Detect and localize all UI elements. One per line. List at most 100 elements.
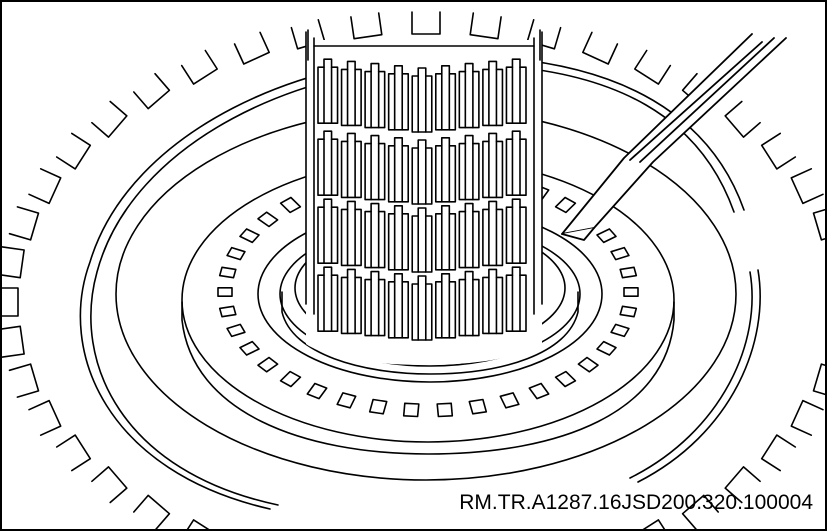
hub-tooth (596, 340, 617, 356)
hub-tooth (554, 370, 577, 388)
drum-tooth (760, 434, 797, 472)
spline-segment (387, 205, 410, 271)
drum-tooth (2, 246, 25, 279)
hub-tooth (402, 402, 420, 418)
drum-tooth (812, 208, 825, 241)
hub-tooth (217, 287, 233, 297)
spline-segment (340, 200, 362, 267)
spline-segment (434, 65, 457, 131)
spline-segment (364, 62, 386, 129)
hub-tooth (279, 196, 302, 214)
spline-segment (458, 134, 480, 201)
hub-tooth (577, 356, 599, 373)
spline-segment (364, 202, 386, 269)
spline-segment (387, 137, 410, 203)
spline-segment (434, 137, 457, 203)
drum-tooth (681, 494, 719, 529)
spline-segment (458, 62, 480, 129)
clutch-disc-stack (305, 29, 543, 365)
hub-tooth (257, 211, 279, 228)
hub-tooth (336, 392, 357, 409)
drum-tooth (91, 100, 128, 138)
spline-segment (411, 275, 433, 341)
hub-tooth (279, 370, 302, 388)
hub-tooth (619, 266, 638, 279)
drum-tooth (2, 287, 19, 317)
hub-tooth (468, 398, 488, 415)
hub-tooth (499, 392, 520, 409)
spline-segment (317, 198, 339, 264)
drum-tooth (91, 466, 128, 504)
spline-segment (340, 132, 362, 199)
drum-tooth (8, 206, 40, 241)
drum-tooth (812, 363, 825, 396)
hub-tooth (226, 246, 246, 261)
hub-tooth (596, 228, 617, 244)
spline-segment (482, 200, 504, 267)
hub-tooth (554, 196, 577, 214)
hub-tooth (436, 402, 454, 418)
spline-segment (482, 60, 504, 127)
spline-segment (411, 207, 433, 273)
hub-tooth (306, 382, 328, 400)
drum-tooth (634, 49, 672, 85)
spline-segment (505, 198, 527, 264)
spline-segment (482, 268, 504, 335)
outer-clutch-drum-teeth (2, 11, 825, 529)
spline-segment (434, 205, 457, 271)
spline-segment (482, 132, 504, 199)
spline-segment (458, 202, 480, 269)
spline-segment (364, 270, 386, 337)
spline-segment (364, 134, 386, 201)
drum-tooth (28, 168, 62, 205)
drum-tooth (8, 363, 40, 398)
hub-tooth (218, 266, 237, 279)
spline-segment (387, 65, 410, 131)
spline-segment (411, 139, 433, 205)
drum-tooth (186, 519, 210, 529)
drum-tooth (790, 399, 824, 436)
drum-tooth (760, 132, 797, 170)
hub-tooth (528, 382, 550, 400)
spline-segment (505, 58, 527, 124)
hub-tooth (239, 340, 260, 356)
hub-tooth (610, 323, 630, 338)
drum-tooth (642, 519, 666, 529)
hub-tooth (623, 287, 639, 297)
drum-tooth (133, 72, 171, 110)
spline-segment (317, 266, 339, 332)
hub-tooth (368, 398, 388, 415)
screwdriver-tool (561, 33, 787, 241)
drum-tooth (180, 49, 218, 85)
spline-segment (317, 58, 339, 124)
drum-tooth (55, 434, 92, 472)
drum-tooth (724, 466, 761, 504)
spline-segment (434, 273, 457, 339)
hub-tooth (218, 305, 237, 318)
hub-tooth (619, 305, 638, 318)
drum-tooth (2, 325, 25, 358)
spline-segment (317, 130, 339, 196)
spline-segment (387, 273, 410, 339)
hub-tooth (610, 246, 630, 261)
drum-tooth (28, 399, 62, 436)
retaining-snap-ring (79, 55, 761, 510)
spline-segment (340, 268, 362, 335)
spline-segment (411, 67, 433, 133)
spline-segment (505, 130, 527, 196)
hub-tooth (239, 228, 260, 244)
figure-reference-code: RM.TR.A1287.16JSD200.320.100004 (459, 491, 813, 514)
spline-segment (458, 270, 480, 337)
spline-segment (340, 60, 362, 127)
drum-tooth (411, 11, 441, 35)
drum-tooth (469, 12, 502, 40)
drum-tooth (350, 12, 383, 40)
drum-tooth (724, 100, 761, 138)
spline-segment (505, 266, 527, 332)
drum-tooth (582, 31, 619, 65)
drum-tooth (233, 31, 270, 65)
hub-tooth (226, 323, 246, 338)
drum-tooth (55, 132, 92, 170)
